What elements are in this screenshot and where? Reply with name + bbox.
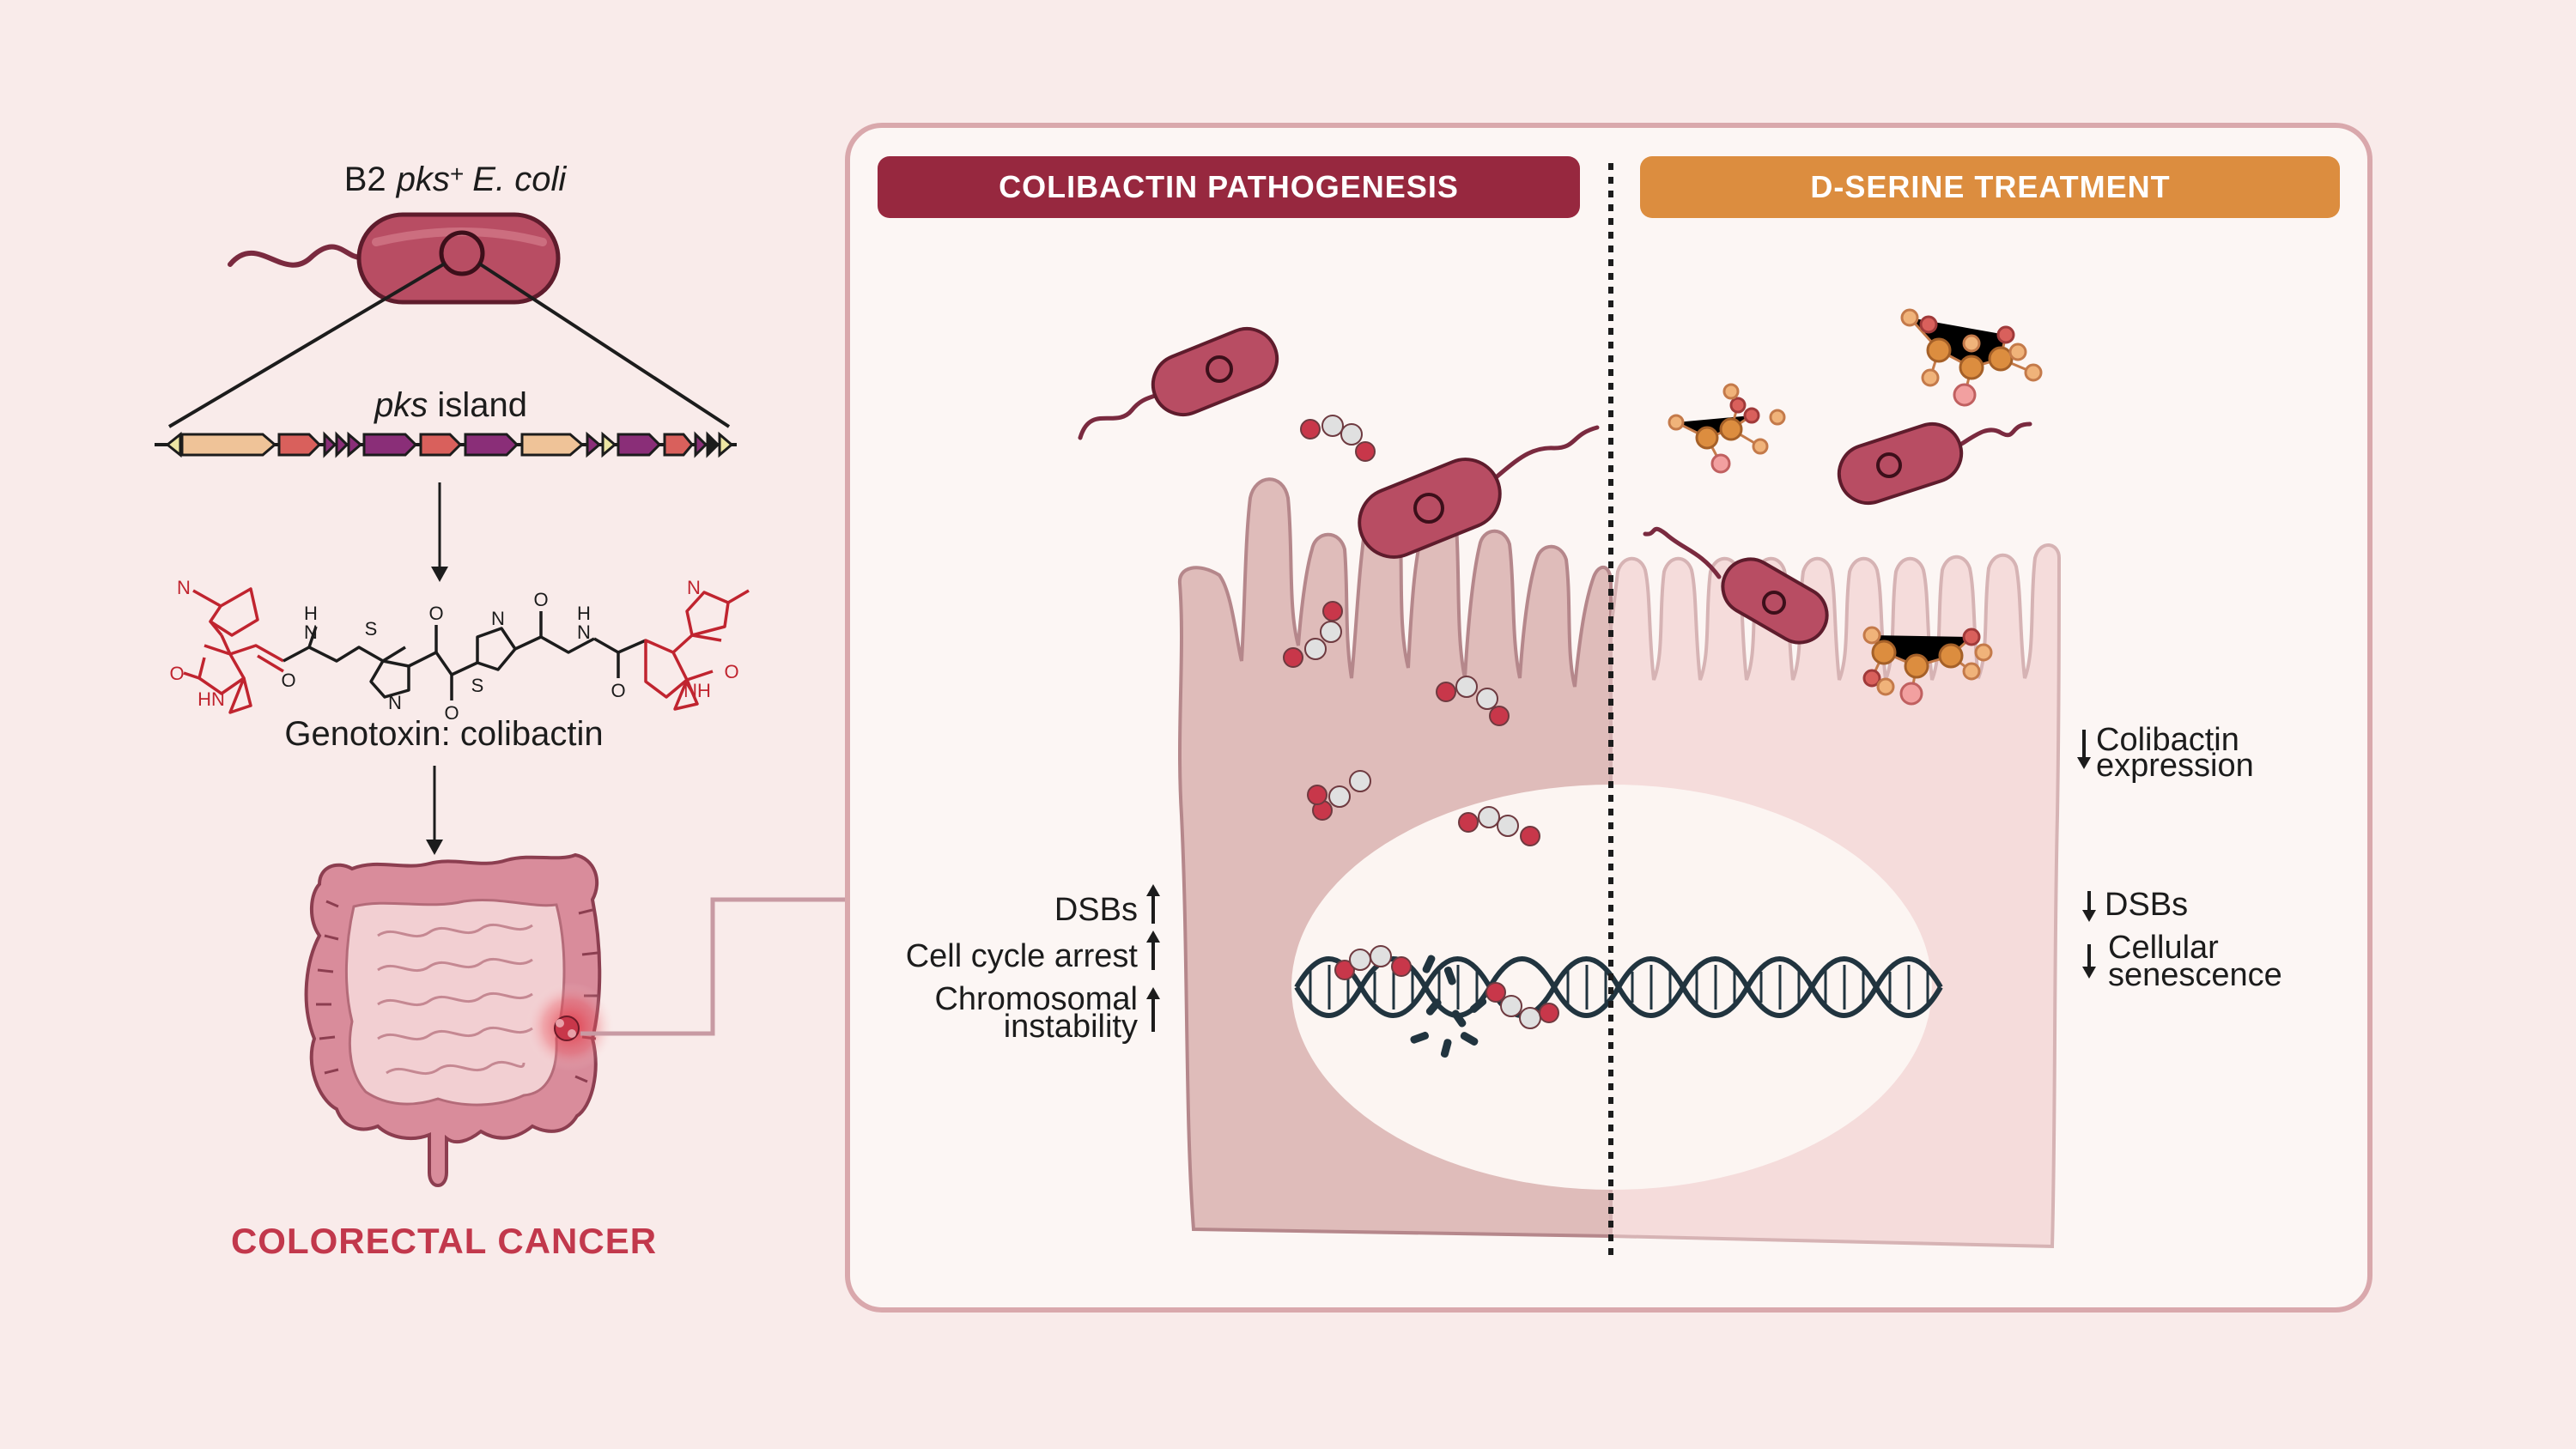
svg-text:O: O <box>444 702 459 724</box>
svg-text:N: N <box>491 608 505 629</box>
svg-text:H: H <box>577 603 591 624</box>
bacterium-icon <box>1358 425 1600 559</box>
flow-arrow <box>431 482 448 582</box>
effect-colibactin-down: Colibactin <box>2096 722 2239 758</box>
arrow-up-icon <box>1146 884 1160 924</box>
effect-dsbs-up: DSBs <box>1054 892 1138 928</box>
pks-gene-cluster-icon <box>155 431 737 458</box>
arrow-down-icon <box>2082 891 2096 922</box>
arrow-up-icon <box>1146 987 1160 1032</box>
svg-text:N: N <box>687 577 701 598</box>
svg-text:O: O <box>611 680 625 701</box>
svg-text:NH: NH <box>683 680 711 701</box>
svg-text:HN: HN <box>197 688 225 710</box>
d-serine-molecule-icon <box>1900 308 2043 407</box>
svg-text:N: N <box>577 621 591 643</box>
svg-text:N: N <box>304 621 318 643</box>
d-serine-molecule-icon <box>1668 383 1786 474</box>
bacterium-icon <box>1837 421 2032 506</box>
effect-expression-down: expression <box>2096 748 2254 784</box>
zoom-line <box>167 262 447 428</box>
effect-cellular-down: Cellular <box>2108 930 2219 966</box>
effect-instability-up: instability <box>1004 1009 1138 1045</box>
pathogenesis-header <box>878 156 1580 218</box>
svg-text:O: O <box>169 663 184 684</box>
arrow-up-icon <box>1146 931 1160 970</box>
svg-text:H: H <box>304 603 318 624</box>
colibactin-structure-icon <box>183 587 750 714</box>
dserine-header <box>1640 156 2340 218</box>
effect-chromosomal-up: Chromosomal <box>934 981 1138 1017</box>
dserine-header-text: D-SERINE TREATMENT <box>1810 169 2170 204</box>
dna-fragments <box>1410 955 1487 1058</box>
tumor-icon <box>554 1016 580 1041</box>
pks-island-label: pks island <box>374 386 527 424</box>
flow-arrow <box>426 766 443 855</box>
bacterium-icon <box>1078 327 1279 440</box>
effect-cell-cycle-arrest-up: Cell cycle arrest <box>906 938 1139 974</box>
bacterium-icon <box>1643 526 1829 645</box>
zoom-line <box>477 262 731 428</box>
colon-icon <box>304 852 602 1187</box>
svg-text:S: S <box>365 618 378 640</box>
arrow-down-icon <box>2077 730 2091 769</box>
toxin-label: Genotoxin: colibactin <box>284 715 603 753</box>
svg-text:O: O <box>428 603 443 624</box>
pathogenesis-header-text: COLIBACTIN PATHOGENESIS <box>999 169 1459 204</box>
svg-text:S: S <box>471 675 484 696</box>
colibactin-molecule-icon <box>1283 415 1559 1029</box>
outcome-label: COLORECTAL CANCER <box>231 1221 657 1261</box>
effect-senescence-down: senescence <box>2108 957 2282 993</box>
svg-text:O: O <box>533 589 548 610</box>
svg-text:O: O <box>724 661 738 682</box>
colibactin-atom-labels: N O HN O H N N S O O S N O H N O N O NH <box>169 577 738 724</box>
connector-line <box>580 897 848 1036</box>
arrow-down-icon <box>2082 944 2096 979</box>
bacterium-icon <box>228 212 561 305</box>
svg-text:O: O <box>281 670 295 691</box>
effect-dsbs-down: DSBs <box>2105 887 2188 923</box>
svg-text:N: N <box>388 692 402 713</box>
d-serine-molecule-icon <box>1862 626 1993 706</box>
svg-text:N: N <box>177 577 191 598</box>
